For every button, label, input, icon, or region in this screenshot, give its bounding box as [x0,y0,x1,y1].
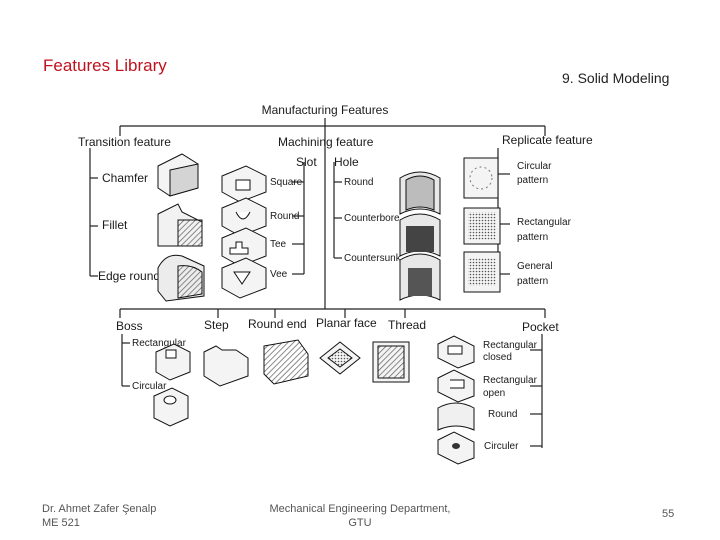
circular-pattern-label-2: pattern [517,175,548,186]
hole-round-illustration [400,172,440,214]
pocket-circular-label: Circuler [484,441,519,452]
footer-author: Dr. Ahmet Zafer Şenalp ME 521 [42,502,156,530]
boss-label: Boss [116,319,143,333]
slot-vee-illustration [222,258,266,298]
slot-square-illustration [222,166,266,202]
slot-square-label: Square [270,177,303,188]
fillet-illustration [158,204,202,246]
footer-dept-line2: GTU [262,516,458,530]
features-library-diagram: Manufacturing Features Transition featur… [70,96,610,466]
pocket-rect-closed-label-2: closed [483,352,512,363]
chamfer-label: Chamfer [102,171,148,185]
slot-tee-label: Tee [270,239,287,250]
chamfer-illustration [158,154,198,196]
pocket-circular-illustration [438,432,474,464]
edge-round-illustration [158,255,204,301]
step-illustration [204,346,248,386]
circular-pattern-label: Circular [517,161,552,172]
pocket-rect-closed-label: Rectangular [483,340,538,351]
pocket-label: Pocket [522,320,559,334]
boss-rectangular-illustration [156,344,190,380]
boss-circular-label: Circular [132,381,167,392]
footer-department: Mechanical Engineering Department, GTU [262,502,458,530]
pocket-rect-open-illustration [438,370,474,402]
footer-course: ME 521 [42,516,156,530]
hole-counterbore-label: Counterbore [344,213,400,224]
rectangular-pattern-label-2: pattern [517,232,548,243]
general-pattern-label-2: pattern [517,276,548,287]
page-number: 55 [662,508,674,520]
round-end-illustration [264,340,308,384]
footer-dept-line1: Mechanical Engineering Department, [262,502,458,516]
planar-face-illustration [320,342,360,374]
rectangular-pattern-label: Rectangular [517,217,572,228]
slot-vee-label: Vee [270,269,288,280]
machining-label: Machining feature [278,135,374,149]
slot-label: Slot [296,155,317,169]
pocket-rect-closed-illustration [438,336,474,368]
footer-author-name: Dr. Ahmet Zafer Şenalp [42,502,156,516]
hole-label: Hole [334,155,359,169]
root-label: Manufacturing Features [262,103,389,117]
replicate-label: Replicate feature [502,133,593,147]
thread-illustration [373,342,409,382]
section-title: 9. Solid Modeling [562,70,669,86]
step-label: Step [204,318,229,332]
hole-counterbore-illustration [400,214,440,256]
planar-face-label: Planar face [316,316,377,330]
rectangular-pattern-illustration [464,208,500,244]
pocket-rect-open-label-2: open [483,388,505,399]
hole-round-label: Round [344,177,373,188]
slide-title: Features Library [43,56,167,76]
round-end-label: Round end [248,317,307,331]
hole-countersunk-label: Countersunk [344,253,402,264]
pocket-round-illustration [438,403,474,430]
thread-label: Thread [388,318,426,332]
pocket-rect-open-label: Rectangular [483,375,538,386]
transition-label: Transition feature [78,135,171,149]
general-pattern-label: General [517,261,553,272]
fillet-label: Fillet [102,218,128,232]
boss-circular-illustration [154,388,188,426]
pocket-round-label: Round [488,409,517,420]
general-pattern-illustration [464,252,500,292]
edge-round-label: Edge round [98,269,160,283]
slot-round-label: Round [270,211,299,222]
circular-pattern-illustration [464,158,498,198]
hole-countersunk-illustration [400,254,440,300]
